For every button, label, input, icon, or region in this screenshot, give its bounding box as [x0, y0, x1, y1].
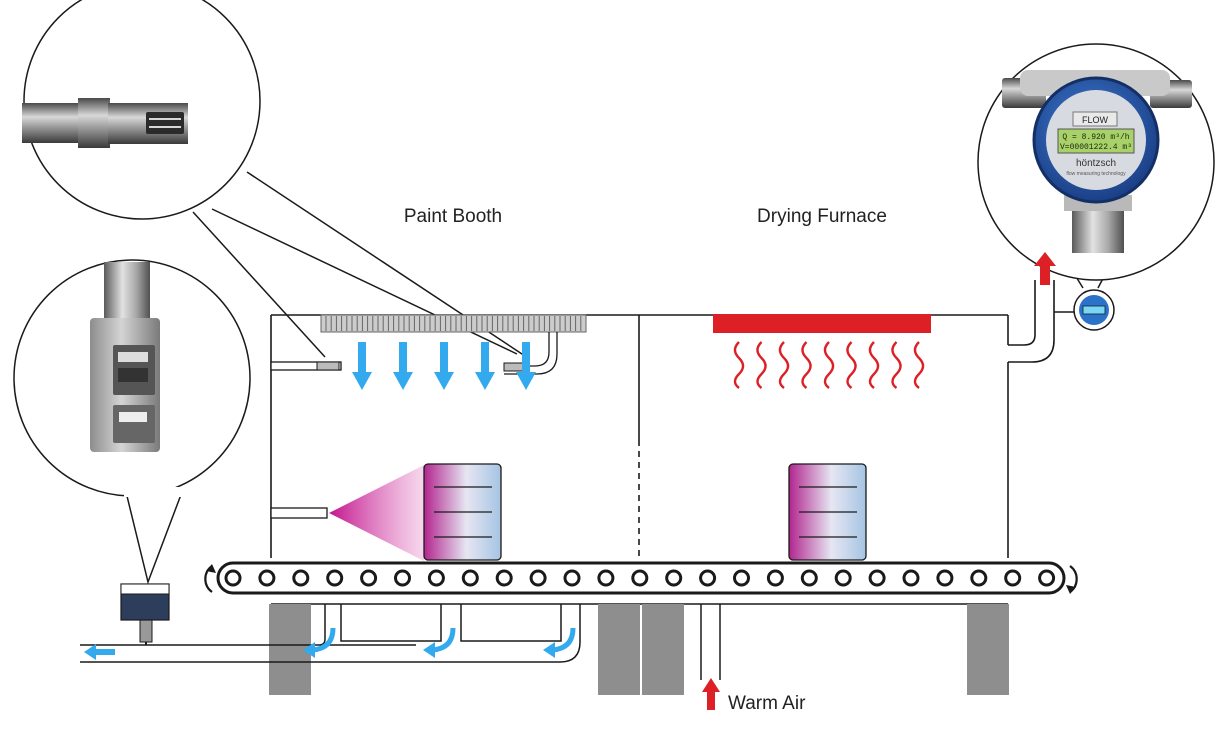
outlet-arrow: [84, 644, 115, 660]
conveyor-roller: [936, 569, 954, 587]
conveyor-roller: [427, 569, 445, 587]
conveyor-roller: [868, 569, 886, 587]
downflow-arrows: [352, 342, 536, 390]
duct-probe: [120, 583, 170, 645]
exhaust-flow-arrows: [303, 627, 576, 658]
workpiece-furnace: [788, 463, 867, 561]
conveyor-roller: [461, 569, 479, 587]
conveyor-roller: [292, 569, 310, 587]
conveyor-roller: [733, 569, 750, 587]
conveyor-roller: [258, 569, 276, 587]
conveyor-roller: [1004, 569, 1022, 587]
probe-magnifier-left: [13, 259, 251, 585]
conveyor-roller: [665, 569, 683, 587]
conveyor-roller: [495, 569, 513, 587]
conveyor-roller: [631, 569, 649, 587]
duct-flow-arrowhead: [423, 642, 435, 658]
workpiece-booth: [423, 463, 502, 561]
heat-wave: [801, 341, 812, 389]
conveyor-roller: [766, 569, 784, 587]
heat-wave: [823, 341, 835, 389]
downflow-arrow: [393, 342, 413, 390]
probe-image: [22, 98, 188, 148]
conveyor-roller: [597, 569, 615, 587]
warm-air-intake: [700, 604, 721, 680]
meter-brand: höntzsch: [1076, 158, 1116, 169]
conveyor-roller: [360, 569, 378, 587]
conveyor-roller: [563, 569, 581, 587]
heat-wave: [733, 341, 745, 389]
conveyor-roller: [902, 569, 920, 587]
warm-air-arrow: [702, 678, 720, 710]
label-drying-furnace: Drying Furnace: [757, 206, 887, 227]
exhaust-duct: [80, 604, 581, 663]
heat-wave: [891, 341, 902, 389]
meter-line-1: Q = 8.920 m³/h: [1062, 133, 1129, 142]
probe-magnifier-top: [22, 0, 526, 358]
duct-flow-arrowhead: [303, 642, 315, 658]
exhaust-probe-image: [90, 262, 160, 452]
booth-sensor-right: [503, 332, 558, 375]
heat-wave: [868, 341, 880, 389]
meter-line-2: V=00001222.4 m³: [1060, 143, 1132, 152]
ceiling-filter: [320, 314, 587, 333]
flowmeter-sensor: [1073, 289, 1115, 331]
conveyor-roller: [699, 569, 717, 587]
conveyor-roller: [834, 569, 852, 587]
heat-wave: [913, 341, 925, 389]
downflow-arrow: [475, 342, 495, 390]
downflow-arrow: [352, 342, 372, 390]
exhaust-up-arrow: [1034, 252, 1056, 285]
meter-subtitle: flow measuring technology: [1066, 171, 1126, 177]
spray-gun: [270, 465, 424, 561]
exhaust-stack: [1008, 280, 1078, 363]
conveyor-roller: [326, 569, 344, 587]
conveyor-roller: [800, 569, 818, 587]
conveyor-roller: [394, 569, 411, 587]
heat-wave: [846, 341, 857, 389]
label-paint-booth: Paint Booth: [404, 206, 502, 227]
downflow-arrow: [516, 342, 536, 390]
downflow-arrow: [434, 342, 454, 390]
conveyor-roller: [224, 569, 242, 587]
duct-flow-arrowhead: [543, 642, 555, 658]
label-warm-air: Warm Air: [728, 693, 806, 714]
conveyor-roller: [529, 569, 547, 587]
duct-flow-arrow: [312, 627, 336, 653]
duct-flow-arrow: [552, 627, 576, 653]
heater: [713, 314, 931, 333]
heat-wave: [778, 341, 790, 389]
duct-flow-arrow: [432, 627, 456, 653]
flowmeter-magnifier: FLOW Q = 8.920 m³/h V=00001222.4 m³ hönt…: [977, 43, 1215, 289]
conveyor-belt: [204, 561, 1078, 595]
conveyor-roller: [1038, 569, 1056, 587]
support-pillars: [269, 604, 1009, 695]
booth-sensor-left: [270, 361, 342, 371]
meter-title: FLOW: [1082, 115, 1109, 125]
heat-wave: [756, 341, 767, 389]
conveyor-roller: [970, 569, 988, 587]
heat-waves: [733, 341, 925, 389]
flowmeter-image: FLOW Q = 8.920 m³/h V=00001222.4 m³ hönt…: [1002, 70, 1192, 253]
